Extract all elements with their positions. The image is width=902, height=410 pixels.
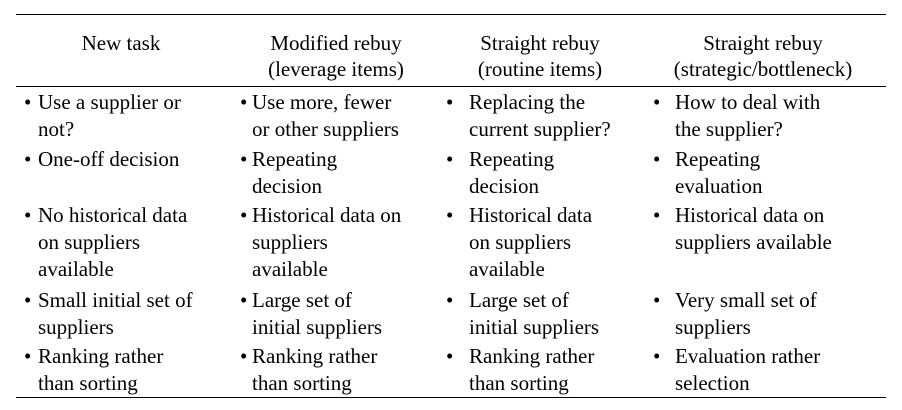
cell-text-line: suppliers	[38, 315, 114, 339]
cell-text-line: suppliers	[252, 230, 328, 254]
table-cell: • Large set of initial suppliers	[446, 287, 600, 341]
cell-text-line: Large set of	[469, 288, 569, 312]
cell-text-line: One-off decision	[38, 147, 180, 171]
table-cell: •Large set of initial suppliers	[240, 287, 383, 341]
bullet-icon: •	[24, 203, 32, 227]
cell-text-line: on suppliers	[469, 230, 572, 254]
cell-text-line: Ranking rather	[252, 344, 378, 368]
header-line: (strategic/bottleneck)	[673, 57, 853, 81]
table-cell: • Evaluation rather selection	[653, 343, 821, 397]
table-cell: •Repeating decision	[240, 146, 338, 200]
bullet-icon: •	[446, 90, 454, 114]
table-cell: • Replacing the current supplier?	[446, 89, 611, 143]
cell-text-line: initial suppliers	[252, 315, 383, 339]
table-cell: • Very small set of suppliers	[653, 287, 817, 341]
header-line: Straight rebuy	[703, 31, 823, 55]
cell-text-line: evaluation	[675, 174, 763, 198]
header-line: Straight rebuy	[480, 31, 600, 55]
cell-text-line: than sorting	[38, 371, 138, 395]
bullet-icon: •	[24, 344, 32, 368]
table-cell: •Historical data on suppliers available	[240, 202, 402, 283]
cell-text-line: Evaluation rather	[675, 344, 821, 368]
cell-text-line: than sorting	[252, 371, 352, 395]
cell-text-line: Very small set of	[675, 288, 817, 312]
bullet-icon: •	[653, 344, 661, 368]
table-cell: •No historical data on suppliers available	[24, 202, 188, 283]
cell-text-line: suppliers	[675, 315, 751, 339]
table-cell: • How to deal with the supplier?	[653, 89, 821, 143]
cell-text-line: available	[38, 257, 114, 281]
bullet-icon: •	[653, 90, 661, 114]
cell-text-line: Repeating	[675, 147, 761, 171]
cell-text-line: Replacing the	[469, 90, 586, 114]
bullet-icon: •	[446, 203, 454, 227]
column-header-straight-rebuy-strategic: Straight rebuy (strategic/bottleneck)	[650, 30, 876, 82]
column-header-new-task: New task	[36, 30, 206, 56]
cell-text-line: Large set of	[252, 288, 352, 312]
header-rule	[16, 86, 886, 87]
bullet-icon: •	[446, 288, 454, 312]
header-line: (routine items)	[477, 57, 603, 81]
table-cell: •Use a supplier or not?	[24, 89, 181, 143]
bullet-icon: •	[653, 203, 661, 227]
cell-text-line: Historical data	[469, 203, 593, 227]
cell-text-line: How to deal with	[675, 90, 821, 114]
bottom-rule	[16, 397, 886, 398]
bullet-icon: •	[24, 90, 32, 114]
bullet-icon: •	[240, 344, 248, 368]
column-header-modified-rebuy: Modified rebuy (leverage items)	[238, 30, 434, 82]
table-cell: • Ranking rather than sorting	[446, 343, 595, 397]
table-cell: • Historical data on suppliers available	[653, 202, 832, 256]
table-cell: •Small initial set of suppliers	[24, 287, 193, 341]
cell-text-line: decision	[469, 174, 539, 198]
bullet-icon: •	[240, 147, 248, 171]
cell-text-line: selection	[675, 371, 750, 395]
bullet-icon: •	[24, 147, 32, 171]
cell-text-line: Historical data on	[675, 203, 825, 227]
cell-text-line: Use a supplier or	[38, 90, 181, 114]
top-rule	[16, 14, 886, 15]
cell-text-line: Repeating	[469, 147, 555, 171]
cell-text-line: or other suppliers	[252, 117, 399, 141]
bullet-icon: •	[240, 203, 248, 227]
table-cell: • Repeating decision	[446, 146, 555, 200]
cell-text-line: Historical data on	[252, 203, 402, 227]
header-line: New task	[81, 31, 161, 55]
cell-text-line: No historical data	[38, 203, 188, 227]
cell-text-line: initial suppliers	[469, 315, 600, 339]
cell-text-line: current supplier?	[469, 117, 611, 141]
bullet-icon: •	[653, 147, 661, 171]
table-cell: •One-off decision	[24, 146, 180, 173]
cell-text-line: Repeating	[252, 147, 338, 171]
bullet-icon: •	[446, 344, 454, 368]
cell-text-line: Small initial set of	[38, 288, 193, 312]
cell-text-line: available	[252, 257, 328, 281]
bullet-icon: •	[240, 288, 248, 312]
cell-text-line: not?	[38, 117, 75, 141]
table-cell: •Use more, fewer or other suppliers	[240, 89, 399, 143]
table-cell: •Ranking rather than sorting	[24, 343, 164, 397]
cell-text-line: Ranking rather	[38, 344, 164, 368]
bullet-icon: •	[240, 90, 248, 114]
cell-text-line: available	[469, 257, 545, 281]
table-cell: • Historical data on suppliers available	[446, 202, 593, 283]
header-line: Modified rebuy	[270, 31, 402, 55]
column-header-straight-rebuy-routine: Straight rebuy (routine items)	[455, 30, 625, 82]
cell-text-line: on suppliers	[38, 230, 141, 254]
bullet-icon: •	[24, 288, 32, 312]
cell-text-line: than sorting	[469, 371, 569, 395]
cell-text-line: the supplier?	[675, 117, 783, 141]
cell-text-line: Ranking rather	[469, 344, 595, 368]
cell-text-line: decision	[252, 174, 322, 198]
table-cell: • Repeating evaluation	[653, 146, 763, 200]
cell-text-line: suppliers available	[675, 230, 832, 254]
header-line: (leverage items)	[268, 57, 404, 81]
bullet-icon: •	[446, 147, 454, 171]
cell-text-line: Use more, fewer	[252, 90, 392, 114]
bullet-icon: •	[653, 288, 661, 312]
table-cell: •Ranking rather than sorting	[240, 343, 378, 397]
